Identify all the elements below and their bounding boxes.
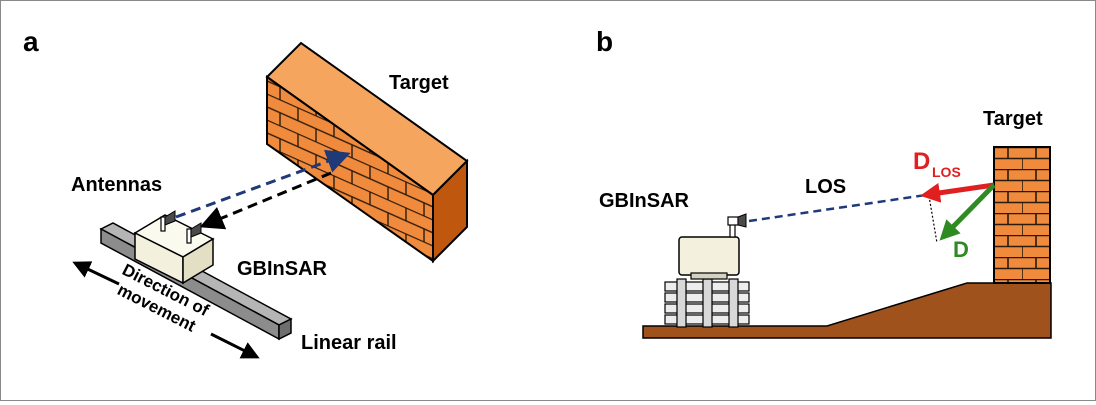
target-label-a: Target	[389, 72, 449, 94]
panel-b-label: b	[596, 26, 613, 57]
gbinsar-device-b	[678, 213, 747, 280]
direction-arrow-right	[210, 332, 260, 359]
panel-a-label: a	[23, 26, 39, 57]
gbinsar-label-b: GBInSAR	[599, 190, 690, 212]
d-los-label: D LOS	[913, 148, 961, 180]
los-line	[748, 183, 995, 223]
d-los-arrow	[920, 182, 995, 203]
antenna-icon	[727, 216, 739, 226]
support-stand	[664, 278, 750, 328]
panel-b: b Target G	[596, 26, 1052, 339]
target-label-b: Target	[983, 108, 1043, 130]
linear-rail-label: Linear rail	[301, 332, 397, 354]
panel-a: a	[23, 26, 469, 359]
signal-arrow-return	[199, 171, 332, 230]
los-label: LOS	[805, 176, 846, 198]
antennas-icon	[160, 210, 202, 244]
d-arrow	[939, 183, 996, 241]
svg-text:D: D	[913, 148, 930, 175]
signal-arrow-outgoing	[175, 149, 351, 219]
gbinsar-label-a: GBInSAR	[237, 258, 328, 280]
projection-line	[928, 195, 938, 244]
direction-arrow-left	[72, 261, 120, 286]
gbinsar-device-a	[133, 210, 215, 285]
antennas-label: Antennas	[71, 174, 162, 196]
d-label: D	[953, 237, 969, 262]
brick-column-target	[993, 146, 1051, 284]
svg-text:LOS: LOS	[932, 164, 961, 180]
